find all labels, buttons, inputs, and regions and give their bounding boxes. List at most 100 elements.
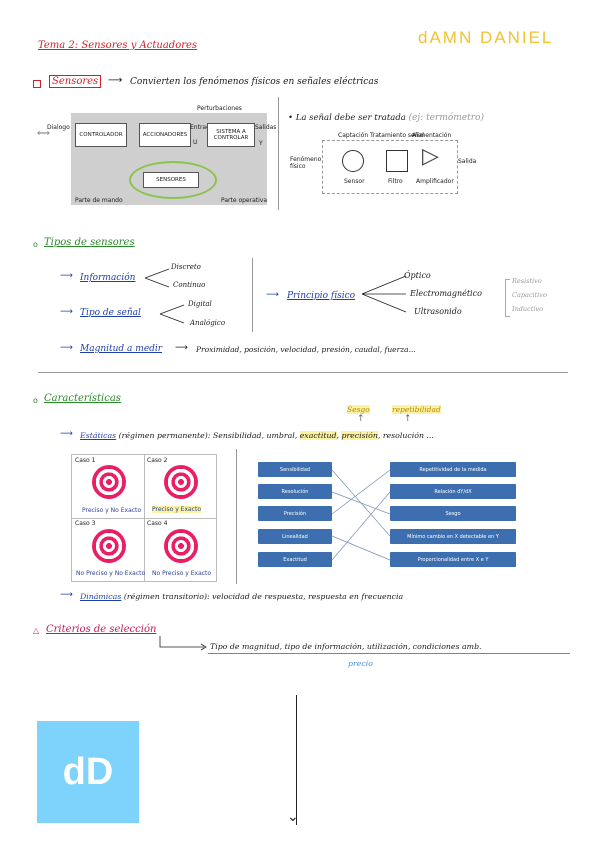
precision-targets-grid: Caso 1 Preciso y No Exacto Caso 2 Precis… xyxy=(71,454,217,582)
criterios-underline xyxy=(208,653,570,654)
info-item-discreto: Discreto xyxy=(171,263,201,271)
dinamicas-rest: (régimen transitorio): velocidad de resp… xyxy=(123,592,404,601)
arrow-right-icon: ⟶ xyxy=(60,271,73,281)
right-box-sesgo: Sesgo xyxy=(390,506,516,521)
dinamicas-line: Dinámicas (régimen transitorio): velocid… xyxy=(80,592,403,601)
sensores-box: SENSORES xyxy=(143,172,199,188)
triangle-bullet-icon: △ xyxy=(33,626,40,635)
magnitud-label: Magnitud a medir xyxy=(80,344,163,354)
signal-example: (ej: termómetro) xyxy=(408,113,484,123)
arrow-down-icon: ⌄ xyxy=(287,809,299,825)
info-item-continuo: Continuo xyxy=(173,281,206,289)
fenomeno-label: Fenómeno físico xyxy=(290,156,322,170)
tipo-senal-label: Tipo de señal xyxy=(80,308,141,318)
senal-item-analogico: Analógico xyxy=(190,319,226,327)
senal-item-digital: Digital xyxy=(188,300,212,308)
criterios-arrow xyxy=(159,636,207,651)
caso-2-title: Caso 2 xyxy=(147,457,168,464)
left-box-precision: Precisión xyxy=(258,506,332,521)
criterios-text: Tipo de magnitud, tipo de información, u… xyxy=(210,642,482,651)
bullet-square-icon xyxy=(33,80,41,88)
electro-item-inductivo: Inductivo xyxy=(512,305,544,313)
filter-symbol-icon xyxy=(386,150,408,172)
bullet-circle-icon: o xyxy=(33,396,38,405)
caso-1-title: Caso 1 xyxy=(75,457,96,464)
principio-item-optico: Óptico xyxy=(404,271,431,280)
arrow-up-icon: ↑ xyxy=(404,414,412,424)
double-arrow-icon: ⟺ xyxy=(37,129,50,139)
senal-branch xyxy=(159,304,185,324)
sesgo-note: Sesgo xyxy=(347,405,370,414)
right-box-minimo-cambio: Mínimo cambio en X detectable en Y xyxy=(390,529,516,544)
criterios-heading: Criterios de selección xyxy=(46,624,157,635)
right-box-relacion: Relación dY/dX xyxy=(390,484,516,499)
amplificador-label: Amplificador xyxy=(416,178,454,185)
entradas-label: Entradas xyxy=(190,124,217,131)
chain-frame xyxy=(322,140,458,194)
sensores-label: Sensores xyxy=(49,75,102,88)
tratamiento-label: Tratamiento señal xyxy=(370,132,424,139)
controlador-box: CONTROLADOR xyxy=(75,123,127,147)
captacion-label: Captación xyxy=(338,132,369,139)
estaticas-rest: (régimen permanente): Sensibilidad, umbr… xyxy=(118,431,298,440)
sensor-loop-ellipse xyxy=(129,161,217,199)
principio-item-electromagnetico: Electromagnético xyxy=(410,289,482,298)
horizontal-divider xyxy=(38,372,568,373)
vertical-divider xyxy=(252,258,253,332)
arrow-up-icon: ↑ xyxy=(357,414,365,424)
y-label: Y xyxy=(259,140,263,147)
vertical-divider xyxy=(236,449,237,584)
sistema-box: SISTEMA A CONTROLAR xyxy=(207,123,255,147)
magnitud-items: Proximidad, posición, velocidad, presión… xyxy=(196,345,416,354)
principio-item-ultrasonido: Ultrasonido xyxy=(414,307,462,316)
informacion-label: Información xyxy=(80,273,136,283)
target-icon xyxy=(92,529,126,563)
target-icon xyxy=(164,529,198,563)
caso-1-caption: Preciso y No Exacto xyxy=(82,507,142,514)
precision-highlight: precisión xyxy=(341,431,378,440)
u-label: U xyxy=(193,139,198,146)
dialogo-label: Dialogo xyxy=(47,124,70,131)
parte-operativa-label: Parte operativa xyxy=(221,197,268,204)
accionadores-box: ACCIONADORES xyxy=(139,123,191,147)
estaticas-line: Estáticas (régimen permanente): Sensibil… xyxy=(80,431,434,440)
caso-4-caption: No Preciso y Exacto xyxy=(152,570,212,577)
brand-name: dAMN DANIEL xyxy=(418,28,554,47)
vertical-divider xyxy=(278,97,279,210)
measurement-chain-diagram: Captación Tratamiento señal Alimentación… xyxy=(290,130,520,198)
repetibilidad-note: repetibilidad xyxy=(392,405,441,414)
principio-branch xyxy=(361,275,407,313)
salidas-label: Salidas xyxy=(255,124,277,131)
sensor-label: Sensor xyxy=(344,178,365,185)
arrow-right-icon: ⟶ xyxy=(108,75,123,86)
parte-mando-label: Parte de mando xyxy=(75,197,123,204)
arrow-right-icon: ⟶ xyxy=(60,590,73,600)
right-box-proporcionalidad: Proporcionalidad entre X e Y xyxy=(390,552,516,567)
alimentacion-label: Alimentación xyxy=(412,132,452,139)
tipos-heading: Tipos de sensores xyxy=(44,237,135,248)
left-box-linealidad: Linealidad xyxy=(258,529,332,544)
caso-2-caption: Preciso y Exacto xyxy=(152,506,202,513)
sensores-definition: Convierten los fenómenos físicos en seña… xyxy=(130,77,379,87)
principio-label: Principio físico xyxy=(287,291,356,301)
signal-note: • La señal debe ser tratada (ej: termóme… xyxy=(288,113,484,123)
grid-line xyxy=(72,518,216,519)
electro-item-capacitivo: Capacitivo xyxy=(512,291,547,299)
left-box-sensibilidad: Sensibilidad xyxy=(258,462,332,477)
right-box-repetitividad: Repetitividad de la medida xyxy=(390,462,516,477)
left-box-exactitud: Exactitud xyxy=(258,552,332,567)
bracket-icon xyxy=(505,279,510,317)
caso-3-title: Caso 3 xyxy=(75,520,96,527)
down-arrow-line xyxy=(296,695,297,825)
arrow-right-icon: ⟶ xyxy=(175,343,188,353)
caso-3-caption: No Preciso y No Exacto xyxy=(76,570,146,577)
estaticas-label: Estáticas xyxy=(80,431,117,440)
matching-lines xyxy=(331,469,391,561)
target-icon xyxy=(92,465,126,499)
informacion-branch xyxy=(144,268,170,288)
resolucion-text: , resolución ... xyxy=(377,431,434,440)
dinamicas-label: Dinámicas xyxy=(80,592,122,601)
amplifier-symbol-icon: ▷ xyxy=(422,144,439,169)
arrow-right-icon: ⟶ xyxy=(266,290,279,300)
perturbaciones-label: Perturbaciones xyxy=(197,105,242,112)
